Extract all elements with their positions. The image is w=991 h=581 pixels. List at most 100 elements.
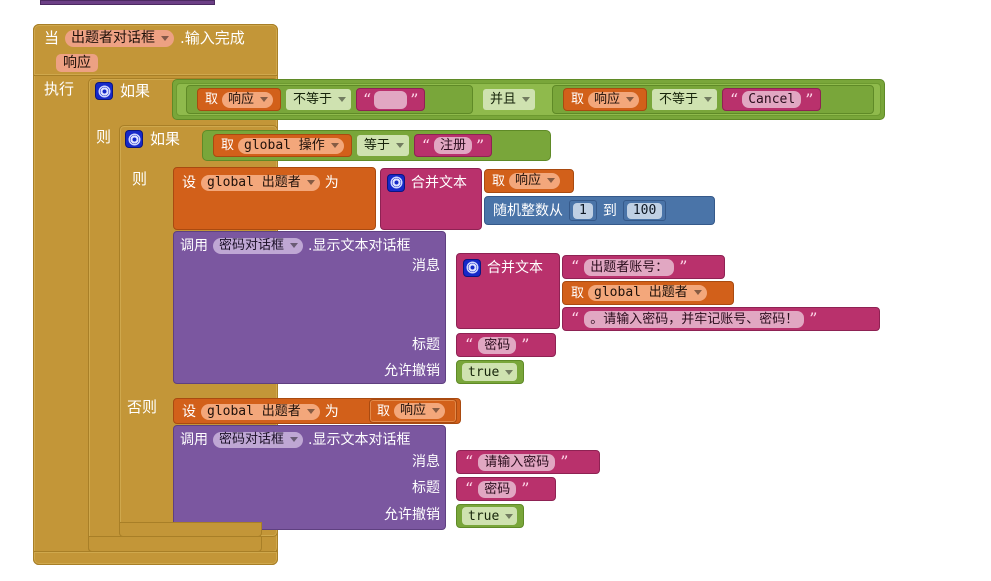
event-do-label: 执行: [44, 80, 75, 98]
text-value-title-then[interactable]: 密码: [478, 336, 517, 354]
chevron-down-icon: [522, 97, 531, 102]
set-variable-dropdown-else[interactable]: global 出题者: [201, 403, 320, 420]
random-integer-block[interactable]: 随机整数从 1 到 100: [484, 196, 715, 225]
chevron-down-icon: [306, 408, 315, 414]
logic-true-label-else: true: [468, 508, 500, 524]
get-variable-dropdown-2[interactable]: 响应: [588, 91, 640, 108]
get-variable-name-2: 响应: [594, 91, 621, 107]
chevron-down-icon: [306, 179, 315, 185]
get-label-2: 取: [571, 92, 585, 107]
chevron-down-icon: [395, 143, 404, 148]
call-method-then: .显示文本对话框: [308, 237, 411, 254]
chevron-down-icon: [505, 513, 514, 519]
and-operator-dropdown[interactable]: 并且: [483, 89, 536, 110]
set-variable-name-then: global 出题者: [207, 174, 301, 190]
logic-true-block-then[interactable]: true: [456, 360, 524, 384]
event-param-label: 响应: [63, 55, 91, 71]
get-variable-dropdown-4[interactable]: 响应: [509, 173, 561, 189]
event-component-name: 出题者对话框: [71, 30, 156, 46]
number-block-to[interactable]: 100: [622, 200, 667, 221]
text-value-empty[interactable]: [374, 90, 408, 109]
quote-open-icon: “: [465, 452, 474, 471]
text-block-register[interactable]: “ 注册 ”: [413, 134, 493, 157]
event-param-chip[interactable]: 响应: [56, 54, 98, 72]
set-variable-name-else: global 出题者: [207, 403, 301, 419]
call-component-dropdown-then[interactable]: 密码对话框: [213, 237, 304, 254]
number-value-to[interactable]: 100: [626, 202, 663, 219]
join-label-1: 合并文本: [411, 174, 467, 191]
get-variable-dropdown-3[interactable]: global 操作: [238, 137, 344, 154]
quote-close-icon: ”: [809, 309, 818, 328]
chevron-down-icon: [290, 242, 299, 248]
chevron-down-icon: [338, 97, 347, 102]
set-variable-dropdown-then[interactable]: global 出题者: [201, 174, 320, 191]
get-variable-name-6: 响应: [400, 403, 427, 418]
get-response-block-3[interactable]: 取 响应: [484, 169, 574, 193]
get-global-author-block[interactable]: 取 global 出题者: [562, 281, 734, 305]
chevron-down-icon: [330, 142, 339, 148]
operator-label-1: 不等于: [293, 92, 333, 107]
text-block-password-hint[interactable]: “ 。请输入密码，并牢记账号、密码！ ”: [562, 307, 880, 331]
outer-if-label: 如果: [120, 81, 151, 100]
get-variable-name-3: global 操作: [244, 137, 325, 153]
mutator-gear-icon[interactable]: [96, 83, 112, 99]
text-block-title-then[interactable]: “ 密码 ”: [456, 333, 556, 357]
operator-dropdown-2[interactable]: 不等于: [652, 89, 718, 110]
quote-close-icon: ”: [410, 89, 419, 109]
logic-true-block-else[interactable]: true: [456, 504, 524, 528]
get-response-block-else[interactable]: 取 响应: [369, 399, 457, 423]
text-value-register[interactable]: 注册: [434, 137, 473, 154]
quote-open-icon: “: [363, 89, 372, 109]
set-to-label-else: 为: [324, 403, 339, 420]
logic-true-label-then: true: [468, 364, 500, 380]
text-block-title-else[interactable]: “ 密码 ”: [456, 477, 556, 501]
get-variable-dropdown-6[interactable]: 响应: [394, 403, 446, 419]
text-block-account-prefix[interactable]: “ 出题者账号： ”: [562, 255, 725, 279]
logic-true-dropdown-then[interactable]: true: [462, 363, 518, 381]
mutator-gear-icon[interactable]: [388, 174, 404, 191]
random-to-label: 到: [602, 202, 617, 219]
operator-dropdown-1[interactable]: 不等于: [286, 89, 352, 110]
outer-if-foot: [88, 536, 262, 552]
call-component-name-else: 密码对话框: [219, 431, 285, 447]
text-value-password-hint[interactable]: 。请输入密码，并牢记账号、密码！: [584, 310, 805, 328]
chevron-down-icon: [432, 408, 441, 413]
quote-close-icon: ”: [521, 479, 530, 498]
set-label-else: 设: [182, 403, 196, 420]
chevron-down-icon: [626, 96, 635, 102]
mutator-gear-icon[interactable]: [464, 259, 480, 276]
event-component-dropdown[interactable]: 出题者对话框: [65, 30, 175, 47]
chevron-down-icon: [260, 96, 269, 102]
call-component-dropdown-else[interactable]: 密码对话框: [213, 431, 304, 448]
quote-close-icon: ”: [560, 452, 569, 471]
get-variable-dropdown-5[interactable]: global 出题者: [588, 285, 707, 301]
operator-dropdown-3[interactable]: 等于: [356, 135, 409, 156]
mutator-gear-icon[interactable]: [126, 131, 142, 147]
text-block-empty[interactable]: “ ”: [356, 88, 426, 111]
text-value-message-else[interactable]: 请输入密码: [478, 453, 556, 471]
get-label-5: 取: [571, 285, 585, 301]
number-value-from[interactable]: 1: [573, 202, 593, 219]
event-method-label: .输入完成: [180, 29, 245, 47]
logic-true-dropdown-else[interactable]: true: [462, 507, 518, 525]
set-label-then: 设: [182, 174, 196, 191]
get-variable-name-4: 响应: [515, 173, 542, 188]
text-block-cancel[interactable]: “ Cancel ”: [722, 88, 822, 111]
quote-open-icon: “: [571, 257, 580, 276]
text-value-account-prefix[interactable]: 出题者账号：: [584, 258, 675, 276]
get-response-block-2[interactable]: 取 响应: [563, 88, 648, 111]
get-response-block-1[interactable]: 取 响应: [197, 88, 282, 111]
call-dialog-block-then[interactable]: [173, 231, 446, 384]
arg-label-title-else: 标题: [412, 480, 440, 496]
text-value-title-else[interactable]: 密码: [478, 480, 517, 498]
get-variable-name-5: global 出题者: [594, 285, 688, 300]
chevron-down-icon: [693, 290, 702, 295]
quote-close-icon: ”: [521, 335, 530, 354]
get-variable-dropdown-1[interactable]: 响应: [222, 91, 274, 108]
get-global-operation-block[interactable]: 取 global 操作: [213, 134, 352, 157]
text-value-cancel[interactable]: Cancel: [742, 91, 802, 108]
arg-label-message-else: 消息: [412, 454, 440, 470]
number-block-from[interactable]: 1: [569, 200, 597, 221]
text-block-message-else[interactable]: “ 请输入密码 ”: [456, 450, 600, 474]
